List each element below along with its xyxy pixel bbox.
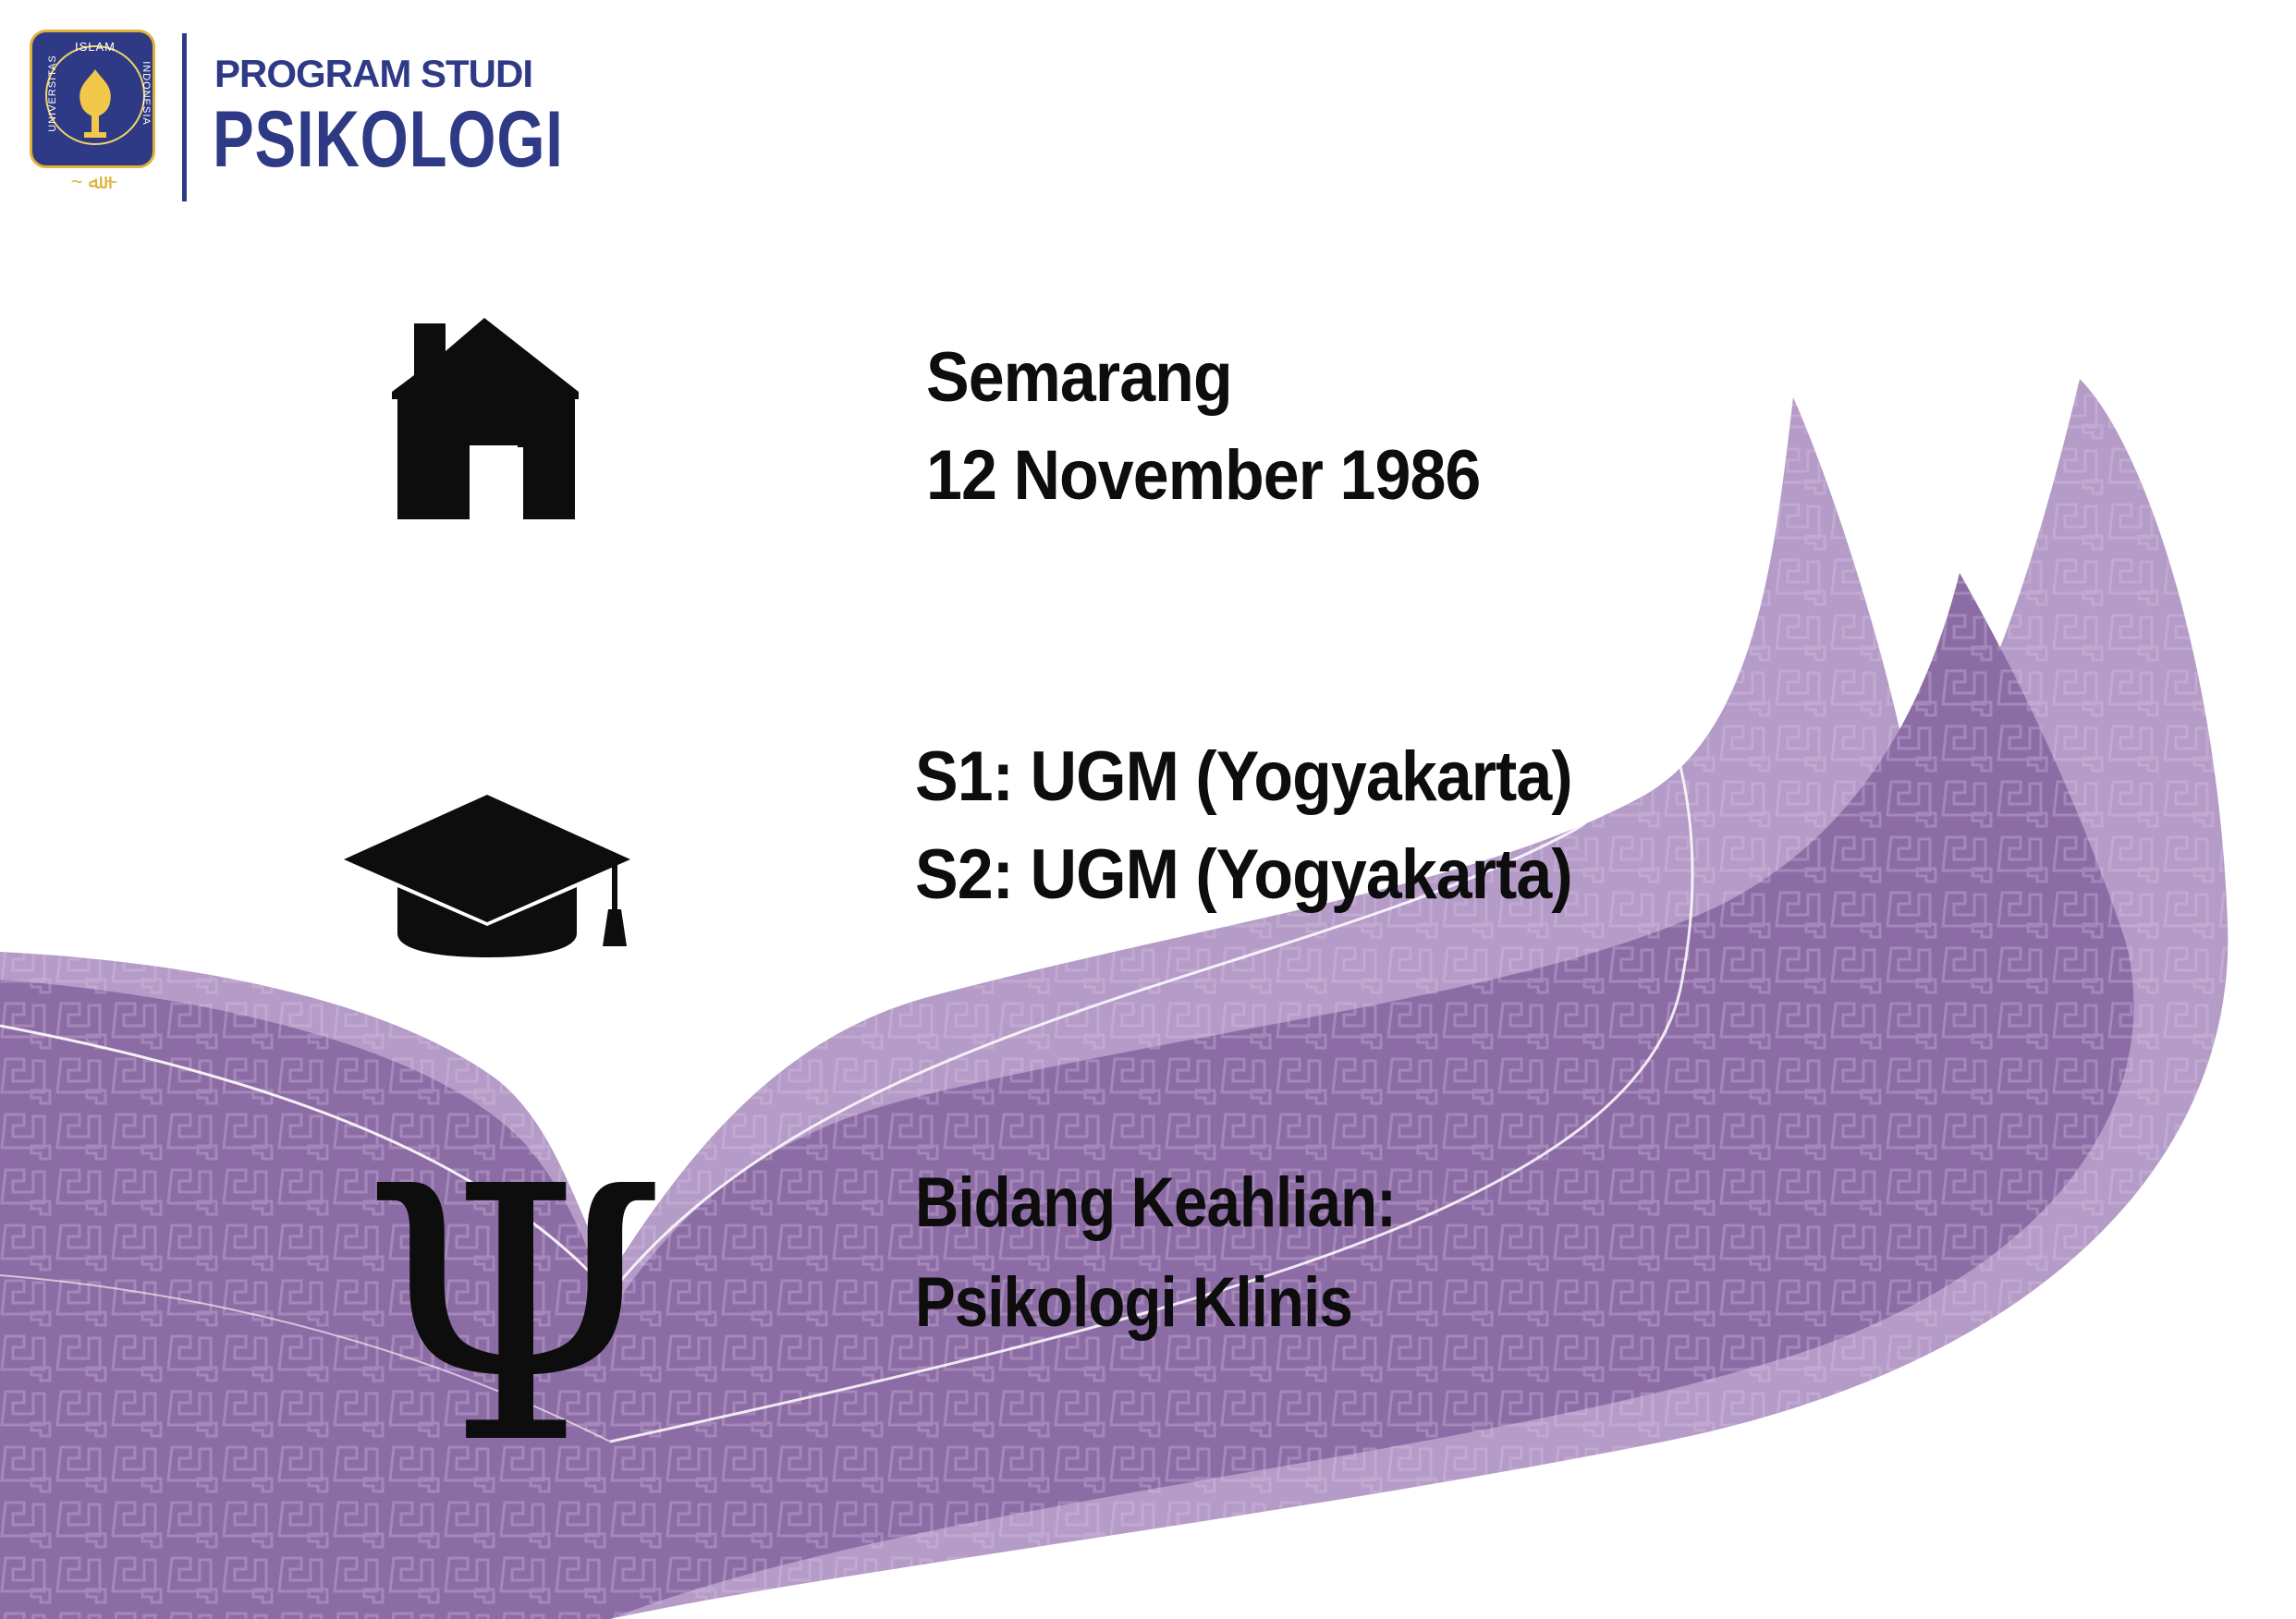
emblem-text-right: INDONESIA (140, 61, 152, 126)
program-name: PSIKOLOGI (213, 95, 564, 184)
education-s1: S1: UGM (Yogyakarta) (915, 737, 1573, 816)
expertise-value: Psikologi Klinis (915, 1263, 1353, 1342)
emblem-flame-icon (79, 69, 111, 138)
birth-place: Semarang (926, 338, 1233, 417)
emblem-calligraphy: ~ ﷲ ~ (70, 170, 118, 193)
graduation-cap-icon (344, 795, 630, 957)
emblem-text-left: UNIVERSITAS (46, 55, 58, 132)
program-label: PROGRAM STUDI (214, 52, 533, 95)
psi-symbol-icon: Ψ (360, 1112, 669, 1521)
education-info: S1: UGM (Yogyakarta) S2: UGM (Yogyakarta… (915, 728, 1573, 924)
expertise-label: Bidang Keahlian: (915, 1163, 1397, 1242)
house-icon (392, 318, 579, 519)
logo-divider (182, 33, 187, 201)
birth-info: Semarang 12 November 1986 (926, 329, 1481, 525)
birth-date: 12 November 1986 (926, 436, 1481, 515)
university-emblem: ISLAM UNIVERSITAS INDONESIA ~ ﷲ ~ (30, 30, 159, 205)
emblem-text-top: ISLAM (74, 40, 116, 54)
emblem-shield: ISLAM UNIVERSITAS INDONESIA (30, 30, 155, 168)
education-s2: S2: UGM (Yogyakarta) (915, 835, 1573, 914)
expertise-info: Bidang Keahlian: Psikologi Klinis (915, 1153, 1397, 1353)
